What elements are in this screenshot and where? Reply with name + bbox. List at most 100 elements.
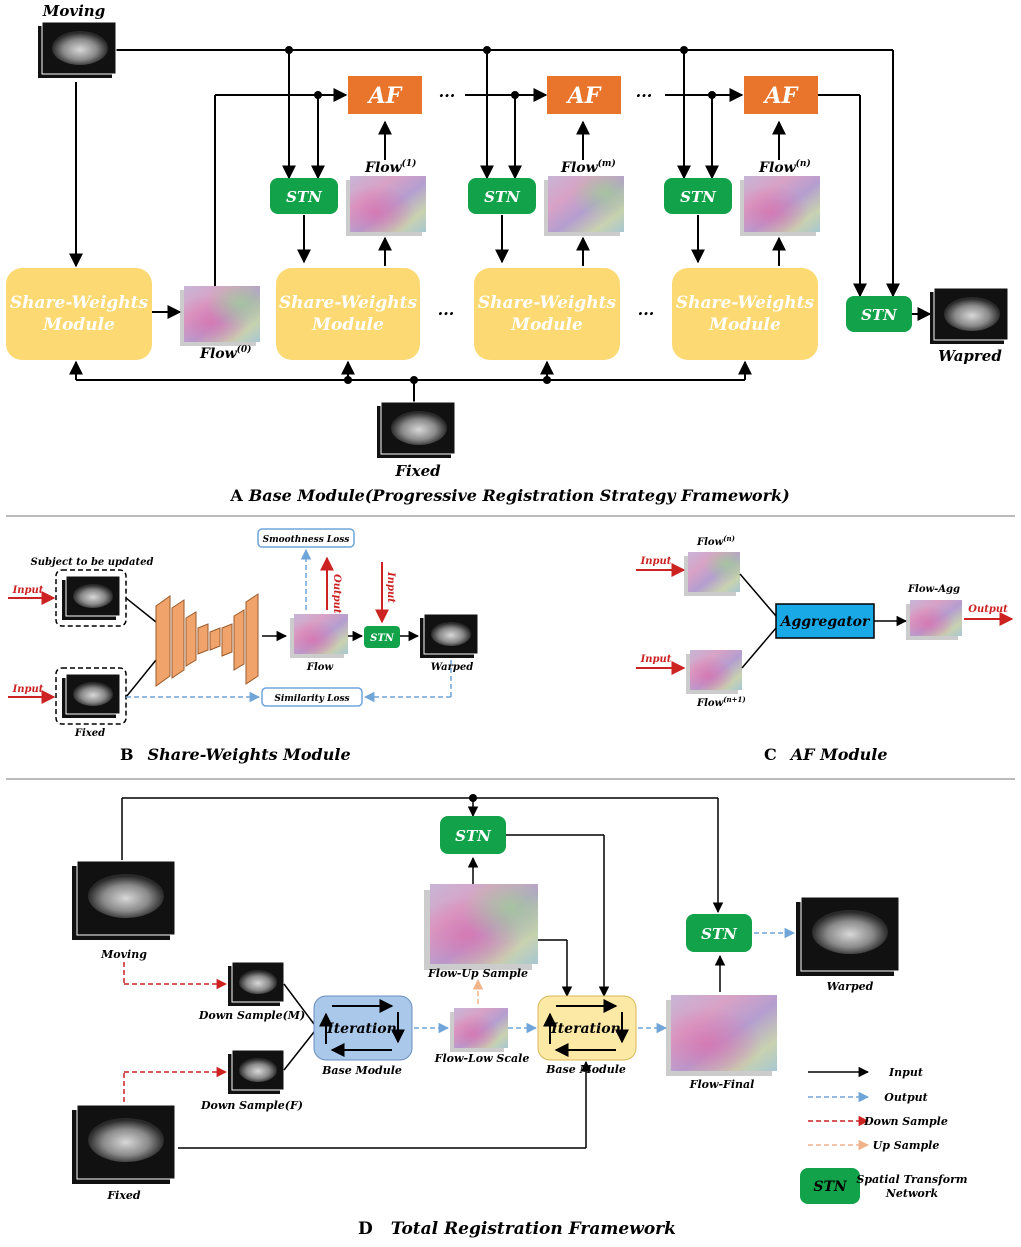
label-flow-final: Flow-Final: [689, 1078, 755, 1091]
module-m-line2: Module: [510, 315, 583, 335]
module-m-line1: Share-Weights: [478, 293, 617, 313]
label-moving-a: Moving: [42, 2, 105, 20]
label-fixed-a: Fixed: [394, 462, 441, 480]
stn-label-b: STN: [370, 633, 395, 644]
flow-n-label: Flow(n): [758, 158, 811, 176]
flow-1-image: [346, 176, 426, 236]
label-down-m: Down Sample(M): [198, 1009, 305, 1022]
moving-image-a: [38, 21, 117, 78]
flow-m-label: Flow(m): [560, 158, 616, 176]
label-warped-d: Warped: [827, 980, 874, 993]
flow-low-scale-image: [450, 1008, 508, 1052]
stn-box-d-top: [440, 816, 506, 854]
legend-down-label: Down Sample: [863, 1115, 948, 1128]
legend-stn-desc-1: Spatial Transform: [856, 1173, 967, 1186]
stn-label-n: STN: [680, 188, 717, 206]
fixed-image-d: [72, 1104, 176, 1184]
legend-stn-desc-2: Network: [885, 1187, 939, 1200]
share-weights-module-n: [672, 268, 818, 360]
label-output-c: Output: [968, 604, 1008, 615]
dots-module-1: ···: [438, 304, 455, 323]
stn-box-1: [270, 178, 338, 214]
flow-image-b: [290, 614, 348, 658]
label-flow-b: Flow: [306, 662, 334, 673]
af-box-m: [547, 76, 621, 114]
share-weights-module-m: [474, 268, 620, 360]
stn-box-final-a: [846, 296, 912, 332]
stn-label-d-top: STN: [455, 827, 492, 845]
module-0-line2: Module: [42, 315, 115, 335]
dots-af-1: ···: [439, 86, 456, 105]
label-flow-n-c: Flow(n): [696, 534, 735, 548]
panel-c: Input Input Flow(n) Flow(n+1) Aggregator…: [636, 534, 1014, 764]
label-flow-agg: Flow-Agg: [907, 584, 960, 595]
module-1-line2: Module: [311, 315, 384, 335]
label-flow-low: Flow-Low Scale: [434, 1052, 530, 1065]
flow-n-image-c: [684, 552, 740, 596]
label-input-b3: Input: [385, 571, 396, 603]
legend-stn-box: [800, 1168, 860, 1204]
flow-0-label: Flow(0): [199, 344, 251, 362]
stn-label-1: STN: [286, 188, 323, 206]
flow-m-image: [544, 176, 624, 236]
label-similarity: Similarity Loss: [274, 694, 349, 704]
stn-label-d-right: STN: [701, 925, 738, 943]
panel-a: Moving Fixed Wapred AF AF AF STN STN STN…: [6, 2, 1009, 505]
label-smoothness: Smoothness Loss: [263, 535, 350, 545]
legend-stn-text: STN: [813, 1179, 848, 1195]
legend: Input Output Down Sample Up Sample STN S…: [800, 1066, 968, 1204]
label-warped-a: Wapred: [938, 347, 1002, 365]
dots-module-2: ···: [638, 304, 655, 323]
iteration-arrows-1: [319, 999, 405, 1057]
share-weights-module-0: [6, 268, 152, 360]
label-iteration-1: Iteration: [326, 1021, 397, 1037]
warped-image-b: [420, 613, 479, 658]
label-aggregator: Aggregator: [779, 614, 871, 630]
module-0-line1: Share-Weights: [10, 293, 149, 313]
label-input-b2: Input: [12, 684, 44, 695]
legend-input-label: Input: [888, 1066, 923, 1079]
stn-box-m: [468, 178, 536, 214]
label-base-module-1: Base Module: [321, 1064, 402, 1077]
label-flow-up: Flow-Up Sample: [427, 967, 528, 980]
af-label-1: AF: [367, 83, 403, 109]
warped-image-d: [796, 896, 900, 976]
legend-output-label: Output: [884, 1091, 927, 1104]
flow-n1-image-c: [686, 650, 742, 694]
label-warped-b: Warped: [431, 662, 473, 673]
flow-final-image: [666, 995, 777, 1076]
iteration-arrows-2: [543, 999, 629, 1057]
subject-image-b: [62, 575, 121, 620]
panel-d: Input Output Down Sample Up Sample STN S…: [72, 794, 968, 1239]
label-input-c2: Input: [640, 654, 672, 665]
fixed-image-a: [377, 401, 456, 458]
af-box-n: [744, 76, 818, 114]
fixed-image-b: [62, 673, 121, 718]
down-sample-m-image: [228, 961, 285, 1006]
label-fixed-b: Fixed: [74, 728, 105, 739]
share-weights-module-1: [276, 268, 420, 360]
label-iteration-2: Iteration: [550, 1021, 621, 1037]
flow-0-image: [180, 286, 260, 346]
stn-label-m: STN: [484, 188, 521, 206]
label-subject: Subject to be updated: [31, 557, 154, 568]
warped-image-a: [930, 287, 1009, 344]
module-1-line1: Share-Weights: [279, 293, 418, 313]
label-down-f: Down Sample(F): [200, 1099, 303, 1112]
flow-agg-image: [906, 600, 962, 640]
label-input-b1: Input: [12, 585, 44, 596]
label-moving-d: Moving: [100, 948, 147, 961]
similarity-loss-box: [261, 687, 363, 707]
network-unet-shape: [155, 593, 259, 687]
stn-box-n: [664, 178, 732, 214]
smoothness-loss-box: [257, 528, 355, 548]
module-n-line2: Module: [708, 315, 781, 335]
flow-up-sample-image: [424, 884, 538, 970]
moving-image-d: [72, 860, 176, 940]
af-label-m: AF: [566, 83, 602, 109]
down-sample-f-image: [228, 1049, 285, 1094]
